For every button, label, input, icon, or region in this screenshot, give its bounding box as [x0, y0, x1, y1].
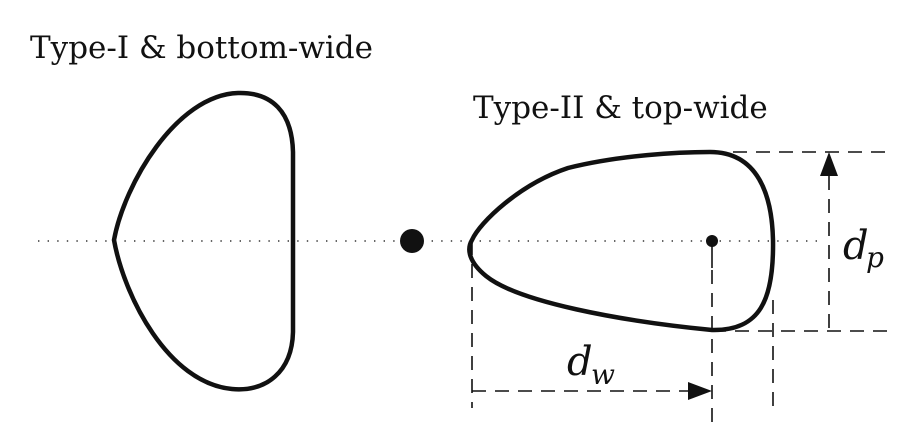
width-symbol: d: [567, 339, 593, 385]
height-symbol: d: [843, 223, 869, 269]
width-subscript: w: [591, 358, 615, 391]
width-dimension-arrow: [472, 382, 712, 400]
type-one-title: Type-I & bottom-wide: [30, 30, 373, 66]
type-two-title: Type-II & top-wide: [473, 90, 768, 126]
type-two-curve: [467, 149, 776, 333]
height-dimension-arrow: [820, 152, 838, 331]
dashed-guides: [471, 151, 893, 422]
width-dimension-label: d w: [567, 339, 615, 391]
type-one-curve: [111, 90, 296, 392]
height-dimension-label: d p: [843, 223, 884, 274]
height-subscript: p: [866, 241, 884, 274]
focal-point: [400, 229, 424, 253]
